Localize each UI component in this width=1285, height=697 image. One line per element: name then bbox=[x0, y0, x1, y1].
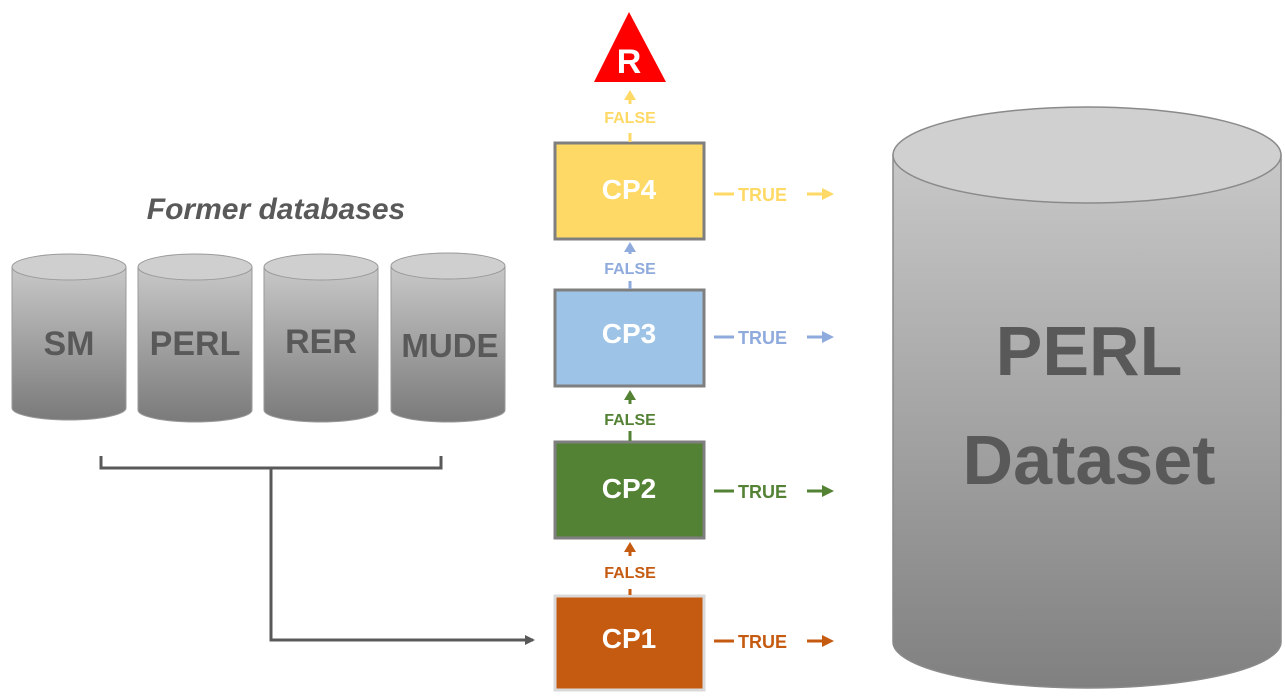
checkpoint-cp3: CP3 bbox=[553, 288, 706, 388]
true-label-cp1: TRUE bbox=[738, 632, 787, 652]
cylinder-label-rer: RER bbox=[285, 323, 357, 361]
true-arrow-cp2: TRUE bbox=[714, 482, 834, 502]
true-label-cp2: TRUE bbox=[738, 482, 787, 502]
false-label-cp4: FALSE bbox=[604, 110, 656, 127]
true-arrow-cp1: TRUE bbox=[714, 632, 834, 652]
checkpoint-cp1: CP1 bbox=[553, 594, 706, 692]
merge-bracket bbox=[99, 456, 443, 470]
reject-marker-label: R bbox=[617, 43, 642, 81]
checkpoint-cp4: CP4 bbox=[553, 141, 706, 241]
false-arrow-cp1: FALSE bbox=[604, 542, 656, 595]
cylinder-sm: SM bbox=[11, 253, 127, 421]
true-arrow-cp3: TRUE bbox=[714, 328, 834, 348]
former-databases-title: Former databases bbox=[147, 193, 405, 226]
false-arrow-cp4: FALSE bbox=[604, 90, 656, 142]
checkpoint-label-cp3: CP3 bbox=[602, 318, 656, 349]
perl-dataset-cylinder: PERL Dataset bbox=[892, 106, 1282, 689]
cylinder-mude: MUDE bbox=[390, 252, 506, 423]
checkpoint-cp2: CP2 bbox=[553, 440, 706, 540]
false-label-cp1: FALSE bbox=[604, 565, 656, 582]
true-label-cp3: TRUE bbox=[738, 328, 787, 348]
warning-triangle-icon bbox=[594, 12, 666, 82]
dataset-label-line1: PERL bbox=[996, 312, 1183, 390]
true-arrow-cp4: TRUE bbox=[714, 185, 834, 205]
false-arrow-cp3: FALSE bbox=[604, 242, 656, 289]
false-label-cp2: FALSE bbox=[604, 412, 656, 429]
reject-marker: R bbox=[594, 12, 666, 82]
false-label-cp3: FALSE bbox=[604, 261, 656, 278]
false-arrow-cp2: FALSE bbox=[604, 390, 656, 441]
checkpoint-label-cp2: CP2 bbox=[602, 473, 656, 504]
true-label-cp4: TRUE bbox=[738, 185, 787, 205]
cylinder-perl: PERL bbox=[137, 253, 253, 423]
cylinder-label-sm: SM bbox=[44, 325, 95, 363]
cylinder-label-mude: MUDE bbox=[401, 327, 498, 364]
connector-to-cp1 bbox=[269, 468, 535, 645]
cylinder-label-perl: PERL bbox=[150, 325, 241, 363]
checkpoint-label-cp4: CP4 bbox=[602, 174, 657, 205]
cylinder-rer: RER bbox=[263, 253, 379, 423]
dataset-label-line2: Dataset bbox=[963, 421, 1216, 499]
checkpoint-label-cp1: CP1 bbox=[602, 623, 656, 654]
